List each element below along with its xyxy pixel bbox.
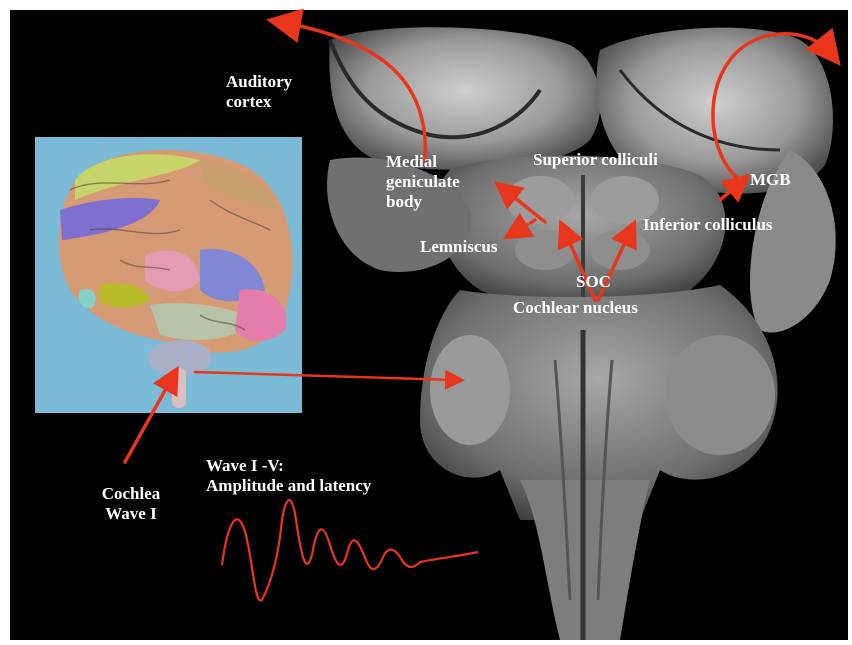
label-cochlear-nucleus: Cochlear nucleus <box>513 298 638 318</box>
label-mgb: MGB <box>750 170 791 190</box>
label-soc: SOC <box>576 272 611 292</box>
label-mgb-line1: Medial <box>386 152 460 172</box>
label-mgb-line3: body <box>386 192 460 212</box>
label-wave-title-line1: Wave I -V: <box>206 456 371 476</box>
label-mgb-line2: geniculate <box>386 172 460 192</box>
label-superior-colliculi: Superior colliculi <box>533 150 658 170</box>
label-medial-geniculate-body: Medial geniculate body <box>386 152 460 212</box>
label-auditory-cortex-line2: cortex <box>226 92 292 112</box>
label-auditory-cortex: Auditory cortex <box>226 72 292 112</box>
label-auditory-cortex-line1: Auditory <box>226 72 292 92</box>
label-cochlea-line2: Wave I <box>86 504 176 524</box>
label-cochlea-wave-i: Cochlea Wave I <box>86 484 176 524</box>
label-inferior-colliculus: Inferior colliculus <box>643 215 773 235</box>
3d-brain-icon <box>35 137 302 413</box>
label-lemniscus: Lemniscus <box>420 237 497 257</box>
label-wave-i-v: Wave I -V: Amplitude and latency <box>206 456 371 496</box>
label-wave-title-line2: Amplitude and latency <box>206 476 371 496</box>
label-cochlea-line1: Cochlea <box>86 484 176 504</box>
